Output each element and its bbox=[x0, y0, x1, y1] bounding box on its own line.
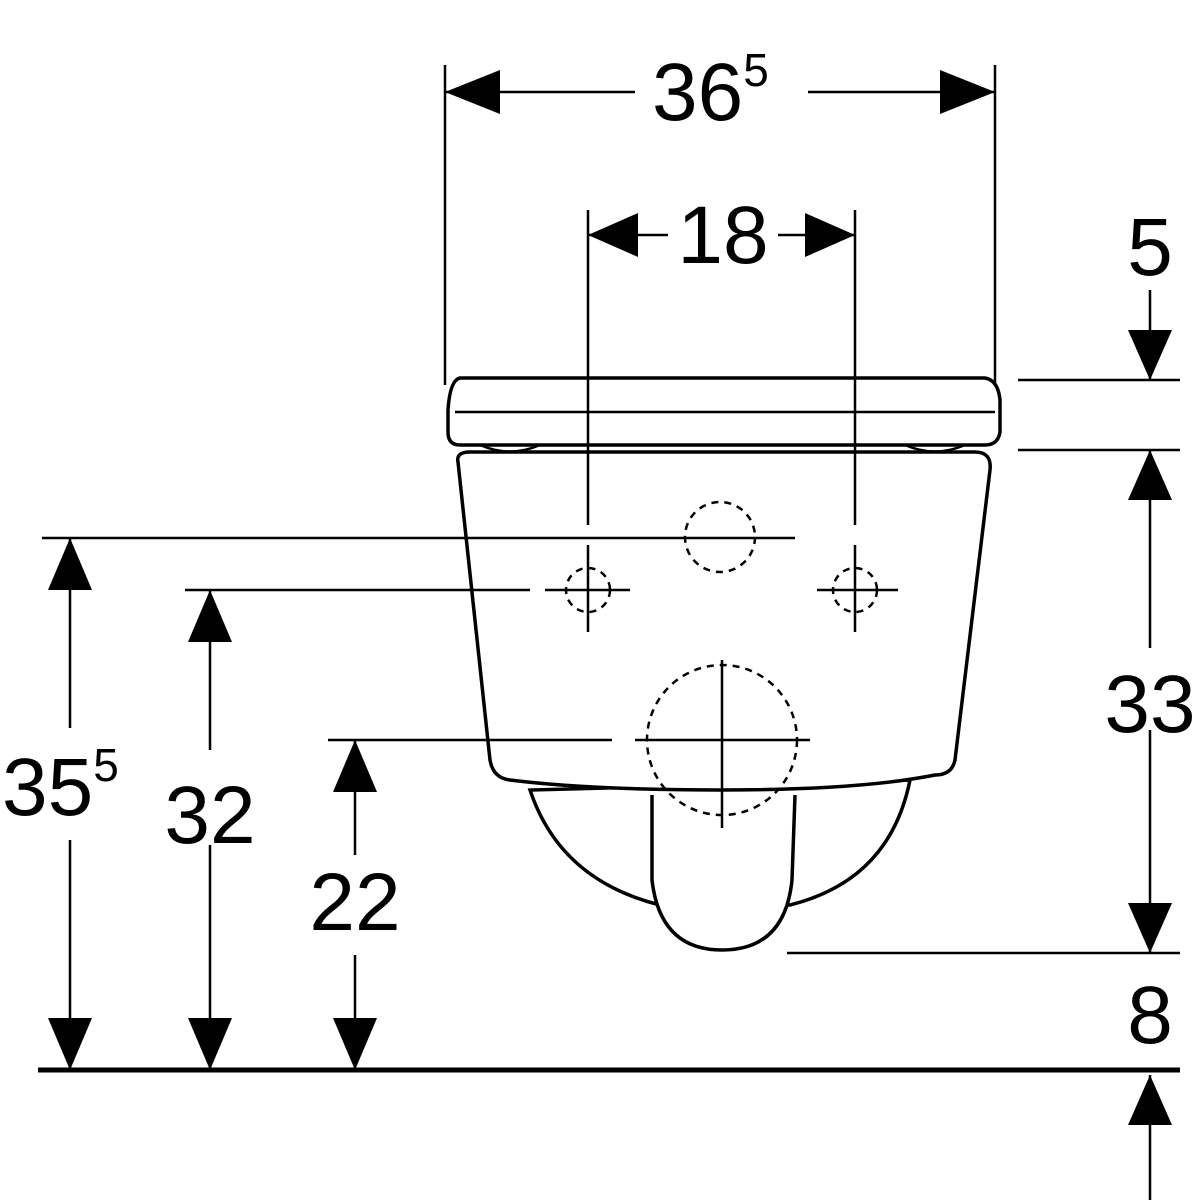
outlet-pipe bbox=[650, 794, 797, 952]
label-top-height: 355 bbox=[2, 739, 119, 833]
label-outlet-height: 22 bbox=[309, 857, 400, 948]
extension-lines bbox=[42, 65, 1180, 955]
label-bowl-height: 33 bbox=[1104, 659, 1195, 750]
arrowheads bbox=[48, 70, 1172, 1125]
crosshairs bbox=[545, 545, 898, 828]
label-fixing-distance: 18 bbox=[677, 190, 768, 281]
seat-buffers bbox=[479, 443, 966, 453]
dimension-labels: 365 18 5 33 8 355 32 22 bbox=[2, 44, 1196, 1061]
label-fixing-height: 32 bbox=[164, 770, 255, 861]
label-overall-width: 365 bbox=[652, 44, 769, 138]
label-seat-thickness: 5 bbox=[1127, 202, 1173, 293]
toilet-front-view bbox=[446, 376, 1002, 952]
bowl-body bbox=[456, 450, 992, 792]
label-bottom-clearance: 8 bbox=[1127, 970, 1173, 1061]
